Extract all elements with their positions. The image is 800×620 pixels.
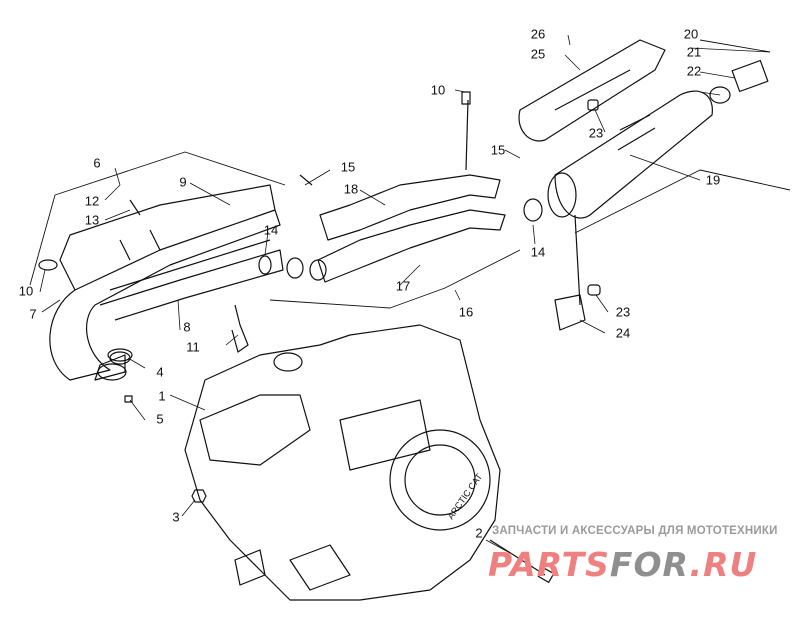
- mid-pipe: [299, 91, 506, 283]
- callout-24[interactable]: 24: [615, 325, 631, 341]
- callout-9[interactable]: 9: [179, 174, 187, 190]
- watermark-logo-for: FOR: [609, 545, 690, 584]
- callout-23-upper[interactable]: 23: [588, 125, 604, 141]
- muffler: [547, 59, 769, 331]
- watermark-logo-ru: .RU: [689, 545, 758, 584]
- group-bracket-lines: [29, 39, 791, 309]
- callout-14-right[interactable]: 14: [530, 244, 546, 260]
- gaskets: [258, 198, 543, 281]
- callout-5[interactable]: 5: [156, 411, 164, 427]
- header-pipes: [38, 184, 284, 381]
- engine: ARCTIC CAT: [184, 324, 501, 601]
- callout-12[interactable]: 12: [84, 193, 100, 209]
- callout-14-left[interactable]: 14: [263, 222, 279, 238]
- leader-lines: [39, 34, 771, 554]
- callout-15-left[interactable]: 15: [340, 159, 356, 175]
- callout-21[interactable]: 21: [686, 44, 702, 60]
- callout-19[interactable]: 19: [705, 172, 721, 188]
- callout-23-lower[interactable]: 23: [615, 304, 631, 320]
- fasteners: [109, 199, 555, 583]
- callout-6[interactable]: 6: [93, 155, 101, 171]
- watermark-tagline: ЗАПЧАСТИ И АКСЕССУАРЫ ДЛЯ МОТОТЕХНИКИ: [492, 525, 778, 537]
- callout-3[interactable]: 3: [172, 509, 180, 525]
- callout-17[interactable]: 17: [395, 278, 411, 294]
- callout-16[interactable]: 16: [458, 304, 474, 320]
- callout-15-right[interactable]: 15: [490, 142, 506, 158]
- callout-11[interactable]: 11: [186, 339, 200, 355]
- callout-2[interactable]: 2: [475, 525, 483, 541]
- callout-13[interactable]: 13: [84, 212, 100, 228]
- callout-22[interactable]: 22: [686, 63, 702, 79]
- callout-8[interactable]: 8: [183, 319, 191, 335]
- callout-1[interactable]: 1: [158, 388, 166, 404]
- callout-10-upper[interactable]: 10: [430, 82, 446, 98]
- watermark-logo-parts: PARTS: [488, 545, 610, 584]
- callout-4[interactable]: 4: [156, 364, 164, 380]
- callout-18[interactable]: 18: [343, 181, 359, 197]
- watermark-logo: PARTSFOR.RU: [488, 548, 757, 581]
- callout-25[interactable]: 25: [530, 46, 546, 62]
- callout-7[interactable]: 7: [29, 306, 37, 322]
- callout-10-lower[interactable]: 10: [18, 283, 34, 299]
- engine-brand-text: ARCTIC CAT: [445, 471, 484, 521]
- callout-26[interactable]: 26: [530, 26, 546, 42]
- callout-20[interactable]: 20: [683, 26, 699, 42]
- heat-shield: [518, 39, 666, 142]
